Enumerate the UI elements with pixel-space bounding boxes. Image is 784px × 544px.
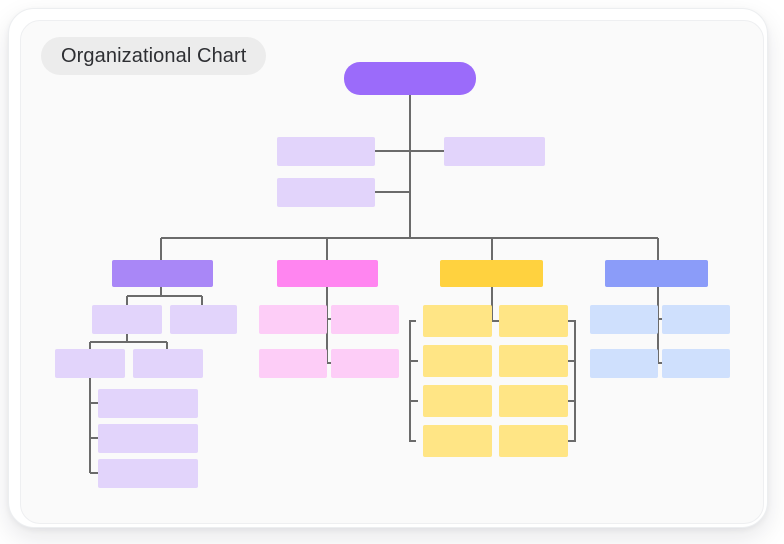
branch-purple-child-1[interactable] xyxy=(92,305,162,334)
node-layer xyxy=(55,62,730,488)
branch-blue-child-2[interactable] xyxy=(662,305,730,334)
yellow-right-bracket xyxy=(568,320,576,442)
yellow-left-bracket xyxy=(409,320,416,442)
branch-purple-child-4[interactable] xyxy=(133,349,203,378)
branch-yellow-child-6[interactable] xyxy=(499,385,568,417)
branch-pink-child-1[interactable] xyxy=(259,305,327,334)
branch-yellow-header[interactable] xyxy=(440,260,543,287)
branch-blue-child-4[interactable] xyxy=(662,349,730,378)
branch-yellow-child-1[interactable] xyxy=(423,305,492,337)
branch-purple-child-5[interactable] xyxy=(98,389,198,418)
branch-blue-header[interactable] xyxy=(605,260,708,287)
level1-node-left[interactable] xyxy=(277,137,375,166)
page-title-label: Organizational Chart xyxy=(61,44,247,67)
branch-purple-child-7[interactable] xyxy=(98,459,198,488)
branch-blue-child-3[interactable] xyxy=(590,349,658,378)
branch-pink-child-3[interactable] xyxy=(259,349,327,378)
root-node[interactable] xyxy=(344,62,476,95)
branch-yellow-child-2[interactable] xyxy=(499,305,568,337)
branch-purple-header[interactable] xyxy=(112,260,213,287)
branch-yellow-child-7[interactable] xyxy=(423,425,492,457)
branch-pink-header[interactable] xyxy=(277,260,378,287)
level1-node-left-second[interactable] xyxy=(277,178,375,207)
branch-purple-child-3[interactable] xyxy=(55,349,125,378)
branch-yellow-child-3[interactable] xyxy=(423,345,492,377)
branch-yellow-child-5[interactable] xyxy=(423,385,492,417)
branch-purple-child-2[interactable] xyxy=(170,305,237,334)
page-title: Organizational Chart xyxy=(41,37,267,75)
branch-yellow-child-4[interactable] xyxy=(499,345,568,377)
branch-yellow-child-8[interactable] xyxy=(499,425,568,457)
branch-blue-child-1[interactable] xyxy=(590,305,658,334)
branch-pink-child-2[interactable] xyxy=(331,305,399,334)
branch-pink-child-4[interactable] xyxy=(331,349,399,378)
branch-purple-child-6[interactable] xyxy=(98,424,198,453)
level1-node-right[interactable] xyxy=(444,137,545,166)
